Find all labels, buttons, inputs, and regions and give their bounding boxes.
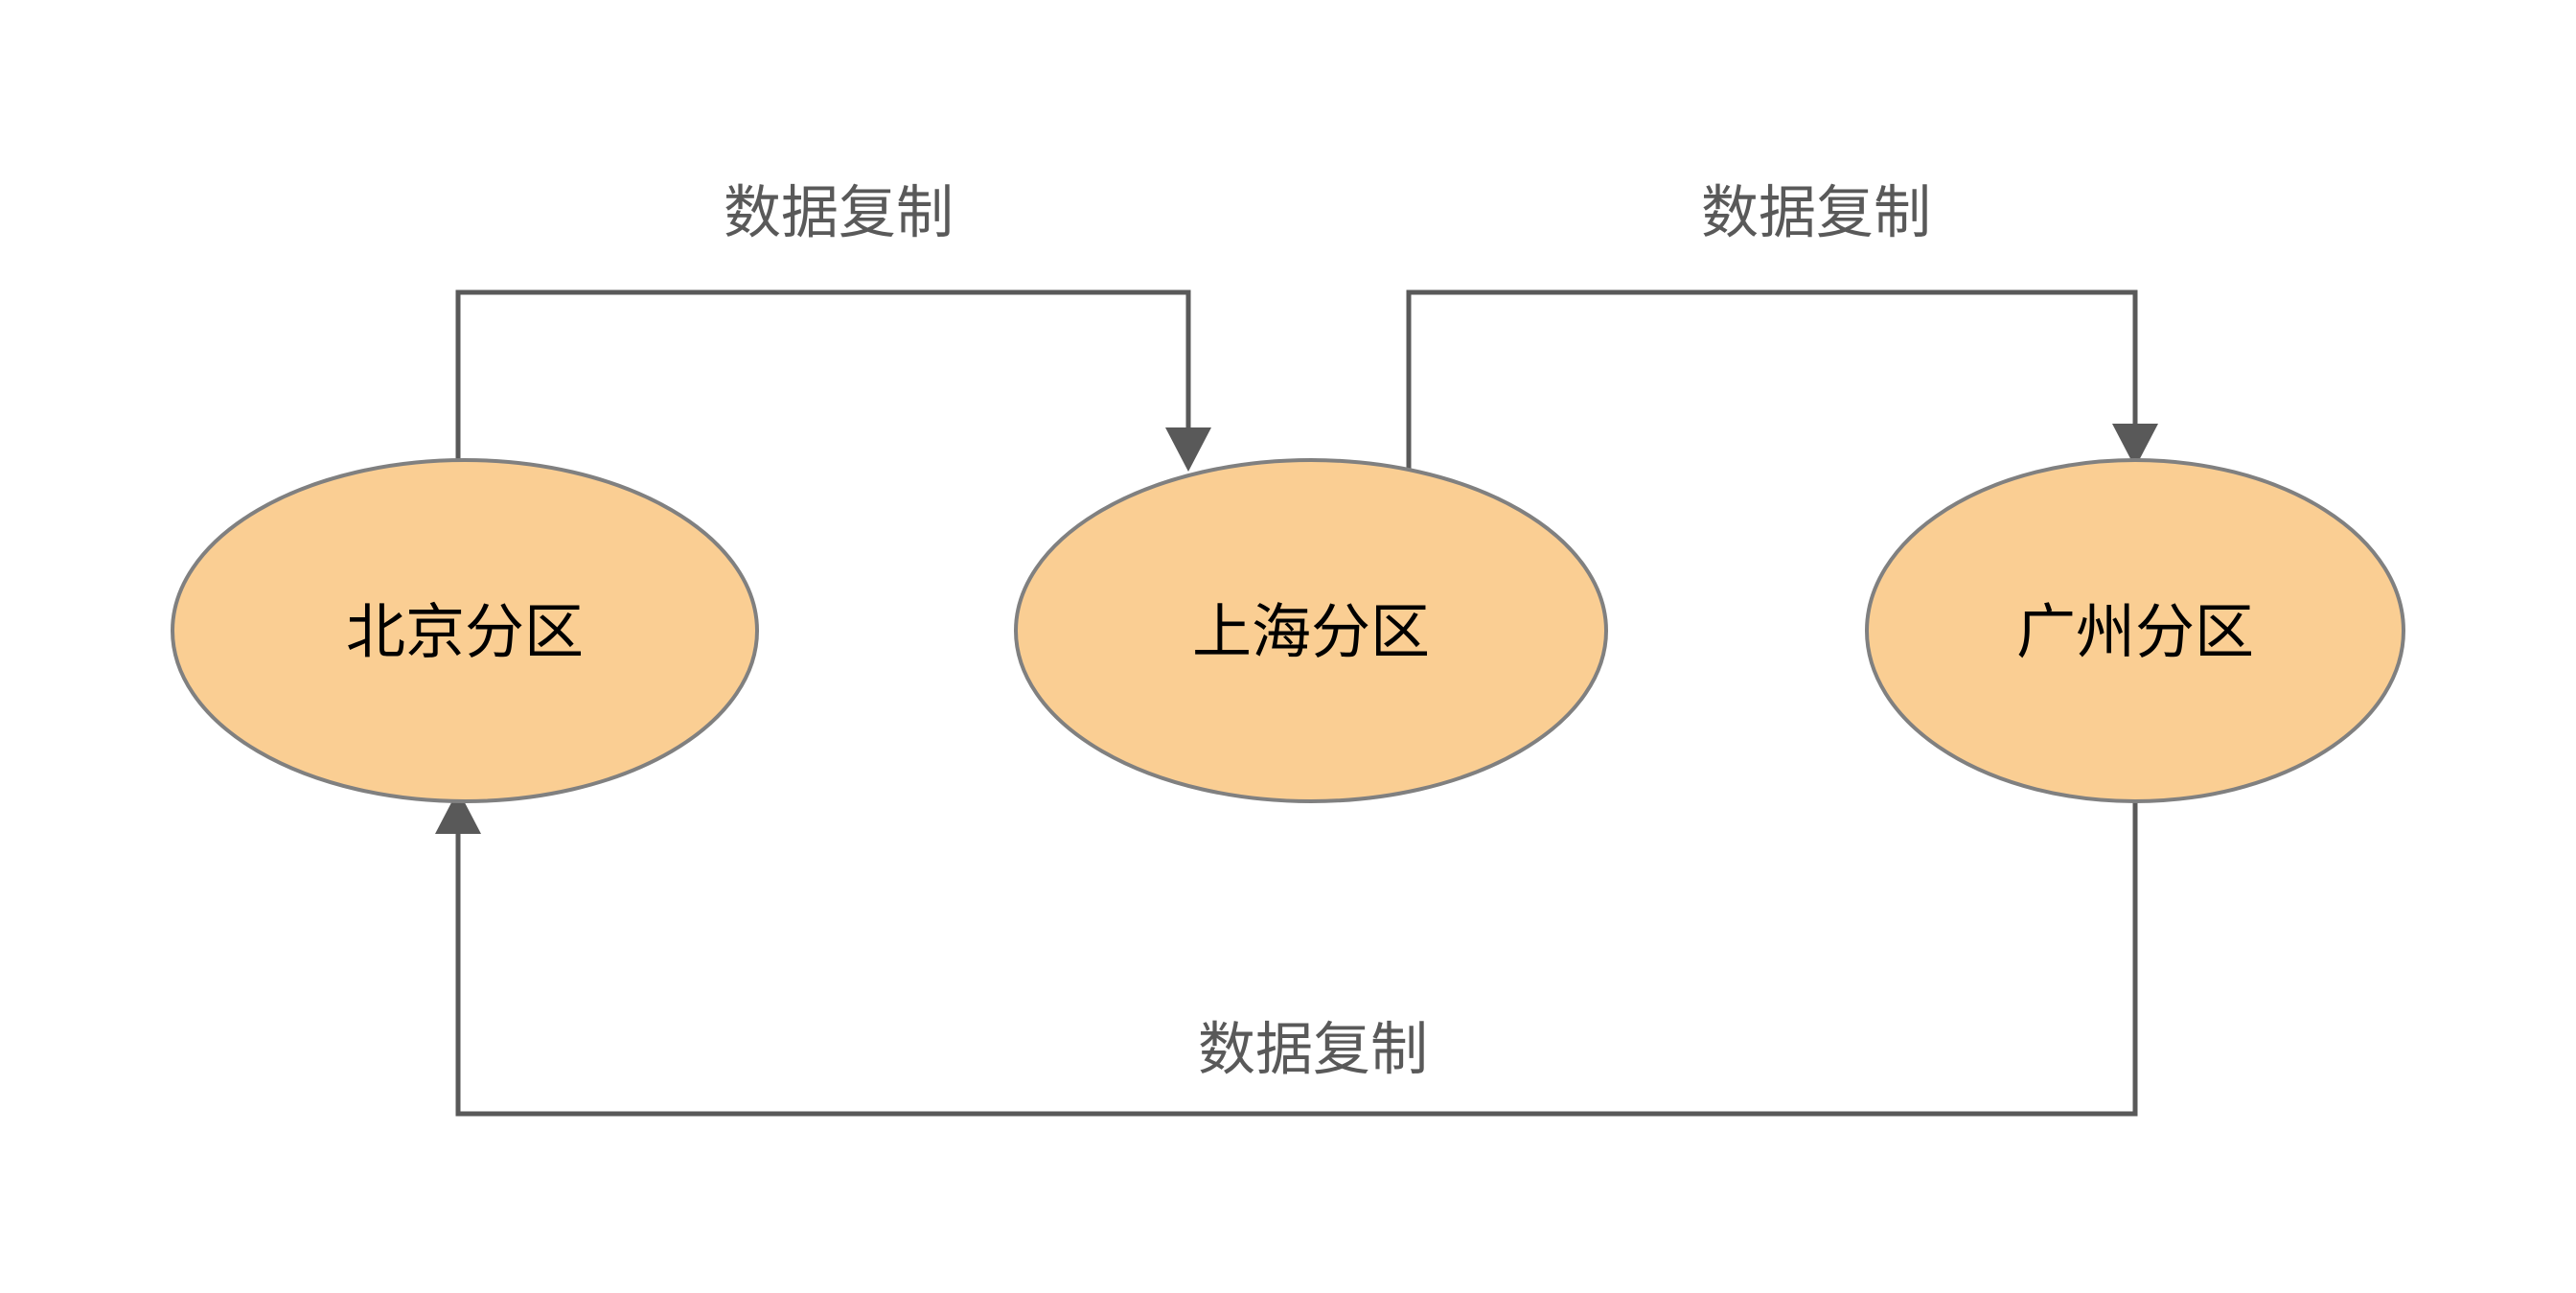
node-guangzhou-label: 广州分区	[2016, 600, 2254, 666]
node-shanghai-label: 上海分区	[1192, 600, 1430, 666]
node-shanghai[interactable]: 上海分区	[1014, 458, 1608, 803]
edge-guangzhou-to-beijing-line	[455, 797, 2138, 1117]
edge-shanghai-to-guangzhou-arrowhead-icon	[2112, 424, 2158, 468]
edge-guangzhou-to-beijing-label: 数据复制	[1198, 1018, 1428, 1082]
edge-beijing-to-shanghai-arrowhead-icon	[1165, 427, 1211, 472]
node-beijing-label: 北京分区	[346, 600, 584, 666]
node-beijing[interactable]: 北京分区	[171, 458, 759, 803]
edge-shanghai-to-guangzhou-label: 数据复制	[1701, 181, 1931, 245]
edge-shanghai-to-guangzhou-line	[1406, 289, 2138, 479]
edge-guangzhou-to-beijing[interactable]: 数据复制	[435, 790, 2138, 1117]
edge-beijing-to-shanghai-label: 数据复制	[724, 181, 954, 245]
node-guangzhou-ellipse	[1865, 458, 2405, 803]
node-shanghai-ellipse	[1014, 458, 1608, 803]
edge-beijing-to-shanghai[interactable]: 数据复制	[455, 181, 1211, 473]
node-beijing-ellipse	[171, 458, 759, 803]
edge-shanghai-to-guangzhou[interactable]: 数据复制	[1406, 181, 2158, 480]
edge-guangzhou-to-beijing-arrowhead-icon	[435, 790, 481, 834]
node-guangzhou[interactable]: 广州分区	[1865, 458, 2405, 803]
edge-beijing-to-shanghai-line	[455, 289, 1191, 460]
